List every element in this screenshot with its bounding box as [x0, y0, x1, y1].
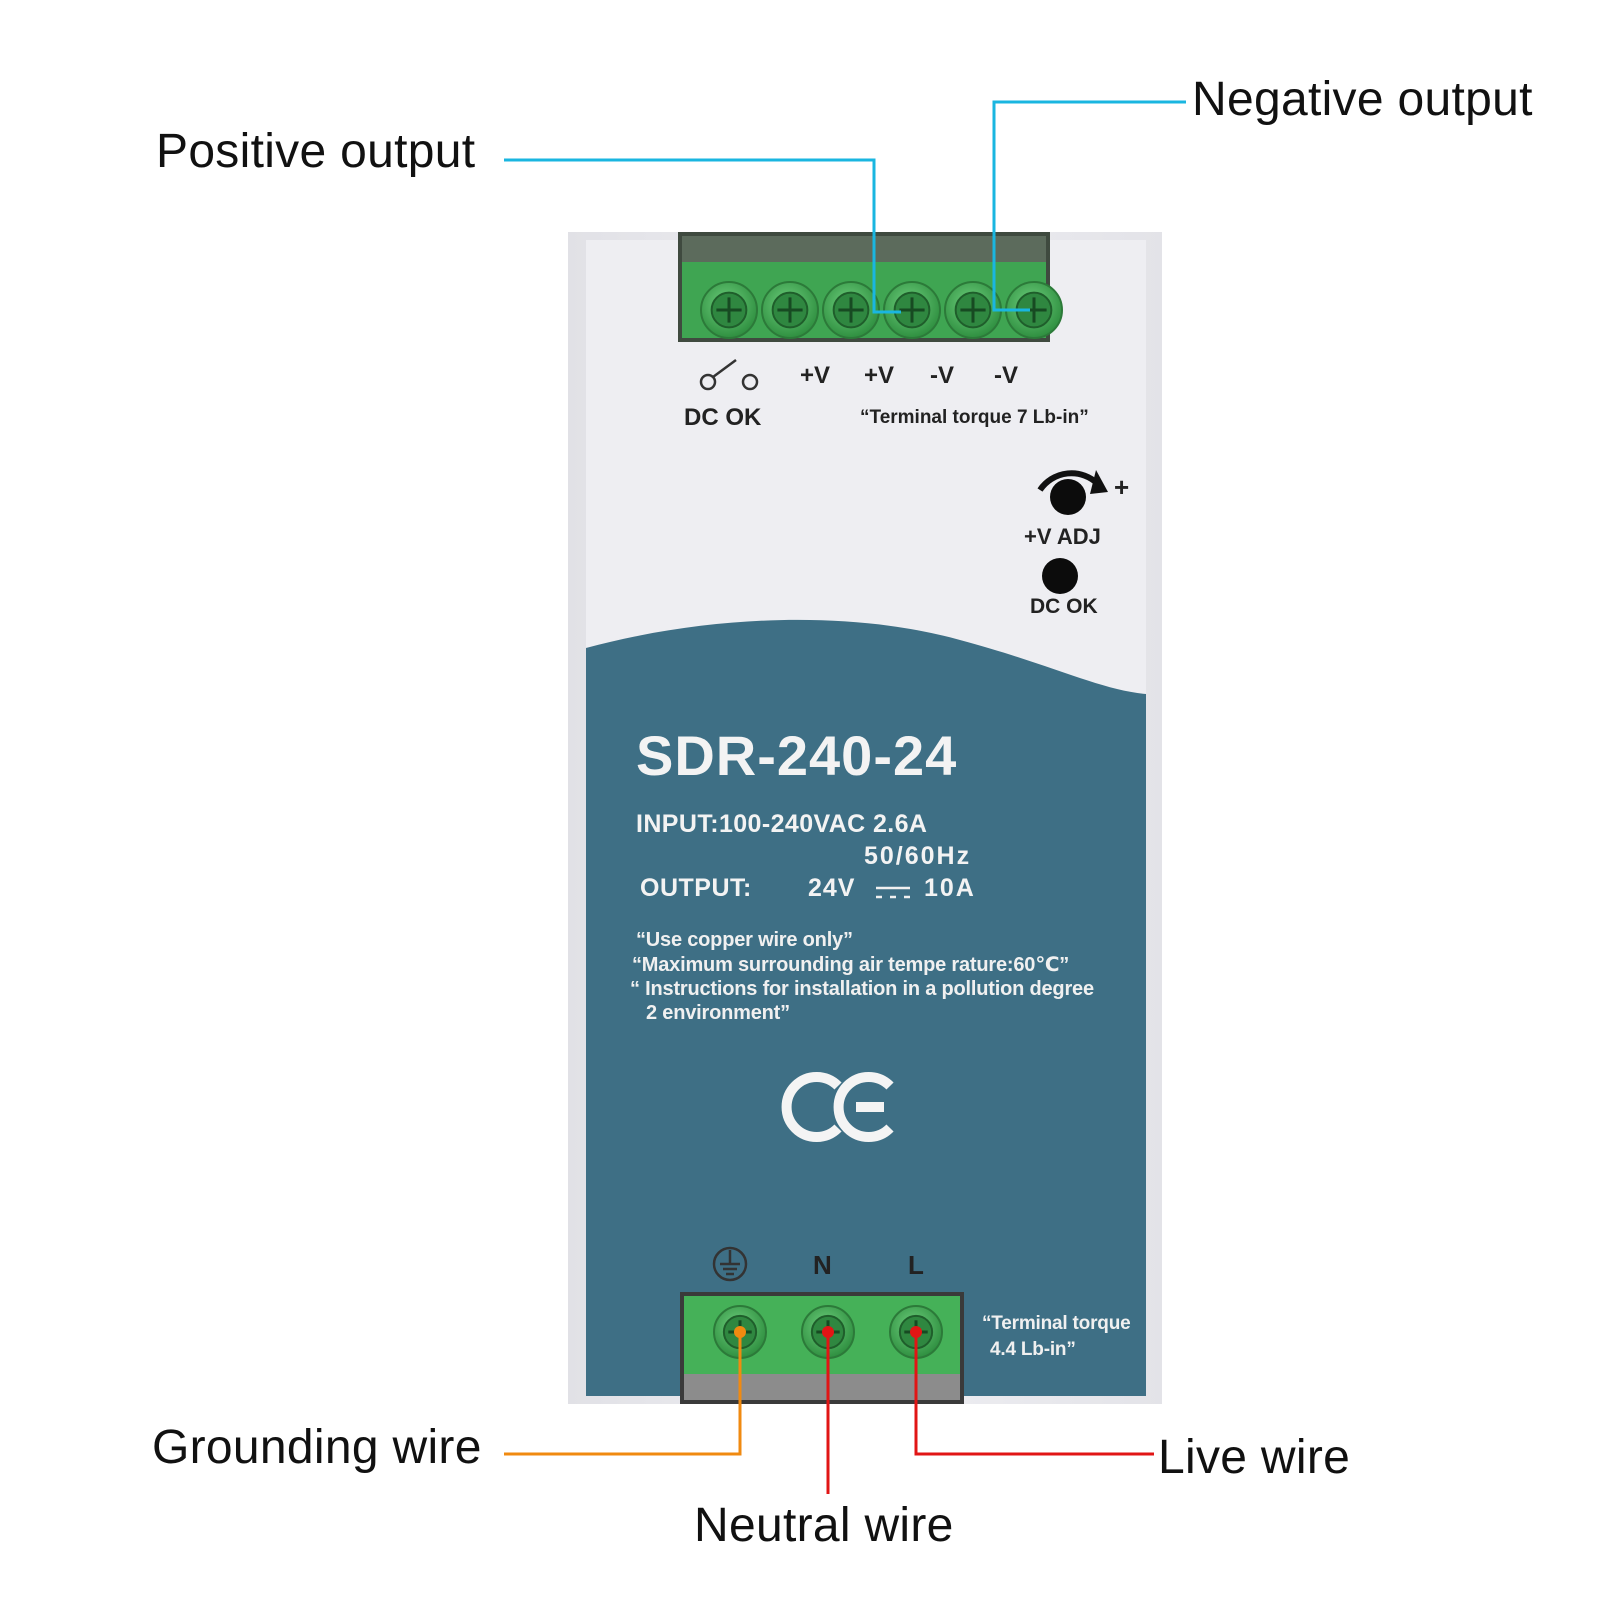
live-terminal-label: L [908, 1250, 924, 1280]
dc-ok-led [1042, 558, 1078, 594]
dc-symbol-icon [876, 886, 910, 899]
dc-ok-led-label: DC OK [1030, 595, 1098, 618]
ce-mark-icon [781, 1072, 894, 1142]
input-spec: INPUT:100-240VAC 2.6A [636, 810, 928, 838]
note-max-temperature: “Maximum surrounding air tempe rature:60… [632, 954, 1070, 976]
note-environment: 2 environment” [646, 1002, 790, 1024]
dc-ok-label: DC OK [684, 404, 762, 431]
ground-symbol-icon [712, 1246, 748, 1282]
switch-symbol [699, 358, 759, 391]
callout-neutral-wire: Neutral wire [694, 1499, 954, 1552]
terminal-label-pos-v-1: +V [800, 362, 831, 389]
terminal-label-neg-v-1: -V [930, 362, 954, 389]
callout-grounding-wire: Grounding wire [152, 1421, 482, 1474]
callout-positive-output: Positive output [156, 125, 476, 178]
live-wire-leader [914, 1332, 1154, 1456]
output-voltage: 24V [808, 874, 856, 902]
top-terminal-screw-3 [822, 281, 880, 339]
neutral-terminal-label: N [813, 1250, 832, 1280]
top-terminal-screw-2 [761, 281, 819, 339]
adj-plus-sign: + [1114, 472, 1130, 502]
v-adj-knob [1037, 470, 1108, 515]
terminal-label-neg-v-2: -V [994, 362, 1018, 389]
terminal-label-pos-v-2: +V [864, 362, 895, 389]
note-copper-wire: “Use copper wire only” [636, 929, 853, 951]
negative-output-leader [992, 100, 1186, 312]
live-wire-dot [910, 1326, 922, 1338]
callout-live-wire: Live wire [1158, 1431, 1351, 1484]
output-label: OUTPUT: [640, 874, 752, 902]
top-terminal-screw-5 [944, 281, 1002, 339]
callout-negative-output: Negative output [1192, 73, 1533, 126]
bottom-torque-note-line1: “Terminal torque [982, 1313, 1131, 1334]
top-torque-note: “Terminal torque 7 Lb-in” [860, 407, 1089, 428]
positive-output-leader [504, 158, 901, 314]
bottom-torque-note-line2: 4.4 Lb-in” [990, 1339, 1076, 1360]
top-terminal-screw-4 [883, 281, 941, 339]
output-current: 10A [924, 874, 976, 902]
frequency-spec: 50/60Hz [864, 842, 972, 870]
v-adj-label: +V ADJ [1024, 524, 1101, 549]
label-plate [586, 619, 1146, 1396]
grounding-wire-leader [504, 1332, 742, 1456]
top-terminal-screw-1 [700, 281, 758, 339]
grounding-wire-dot [734, 1326, 746, 1338]
neutral-wire-dot [822, 1326, 834, 1338]
note-pollution-degree: “ Instructions for installation in a pol… [630, 978, 1094, 1000]
top-terminal-screw-6 [1005, 281, 1063, 339]
model-number: SDR-240-24 [636, 724, 958, 787]
